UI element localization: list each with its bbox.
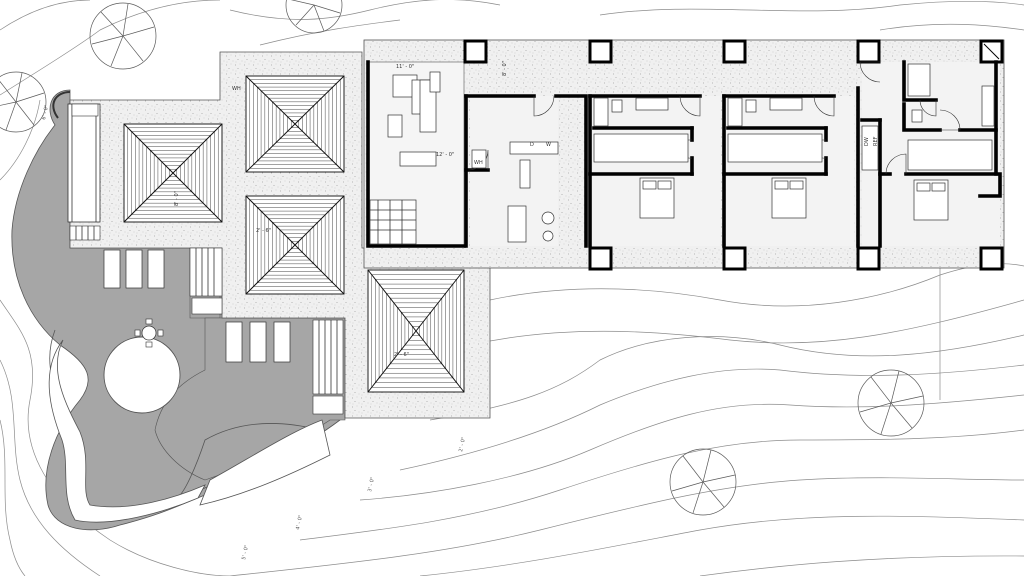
closet — [593, 133, 689, 163]
shower — [981, 85, 995, 127]
pool-steps — [69, 225, 101, 241]
house-footprint — [363, 39, 1005, 271]
toilet — [745, 99, 757, 113]
bathtub — [727, 97, 743, 127]
interior-wall — [554, 94, 588, 248]
structural-column — [856, 39, 881, 64]
deck-stairs — [189, 247, 344, 415]
vanity — [635, 97, 669, 111]
contour-labels: 2' - 0" 3' - 0" 4' - 0" 5' - 0" 6' - 0" — [41, 104, 467, 560]
lounge-chair — [147, 249, 165, 289]
toilet — [611, 99, 623, 113]
dimension-deck-mid: 2' - 6" — [256, 228, 271, 234]
label-water-heater-small: WH — [474, 160, 483, 166]
contour-label: 5' - 0" — [241, 544, 250, 560]
hip-roof — [245, 75, 345, 173]
tree-symbol — [285, 0, 343, 34]
contour-label: 3' - 0" — [367, 476, 376, 492]
interior-wall — [902, 60, 938, 102]
exterior-wall — [366, 60, 466, 248]
lounge-chair — [273, 321, 291, 363]
structural-column — [463, 39, 488, 64]
tree-symbol — [0, 71, 47, 133]
structural-column — [979, 246, 1004, 271]
roof-modules — [123, 75, 465, 393]
label-dishwasher-kitchen: D — [530, 142, 534, 148]
hip-roof — [123, 123, 223, 223]
contour-label: 2' - 0" — [458, 436, 467, 452]
interior-wall — [902, 102, 942, 132]
bench — [399, 151, 437, 167]
walkway — [48, 339, 206, 523]
lounge-chair — [125, 249, 143, 289]
bathtub — [907, 63, 931, 97]
dimension-living-depth: 12' - 0" — [436, 152, 454, 158]
dining-table — [507, 205, 527, 243]
annotations: 11' - 0" 12' - 0" 8' - 0" 8' - 0" 2' - 6… — [174, 61, 879, 358]
stair — [369, 199, 417, 245]
lap-pool-basin — [67, 103, 101, 223]
kitchen-fixtures — [471, 141, 559, 243]
structural-column — [856, 246, 881, 271]
hip-roof — [367, 269, 465, 393]
bathtub — [593, 97, 609, 127]
outdoor-dining-table — [134, 318, 164, 348]
label-refrigerator: REF — [873, 136, 879, 146]
contour-label: 4' - 0" — [295, 514, 304, 530]
dimension-pool-room: 8' - 0" — [174, 191, 180, 206]
lounge-chair — [103, 249, 121, 289]
label-dishwasher-hall: DW — [864, 137, 870, 146]
lap-pool — [67, 103, 101, 241]
structural-column — [722, 246, 747, 271]
hot-tub — [103, 336, 181, 414]
vanity — [769, 97, 803, 111]
toilet — [911, 109, 923, 123]
dimension-living-width: 11' - 0" — [396, 64, 414, 70]
chair — [429, 71, 441, 93]
coffee-table — [387, 114, 403, 138]
lounge-chair — [249, 321, 267, 363]
label-washer: W — [546, 142, 551, 148]
structural-column — [588, 39, 613, 64]
lounge-chairs — [103, 249, 291, 363]
garden-bed — [199, 419, 331, 506]
laundry — [861, 125, 879, 171]
interior-wall — [904, 172, 1002, 198]
water-heater — [471, 149, 487, 169]
closet — [727, 133, 823, 163]
structural-column — [722, 39, 747, 64]
hip-roof — [245, 195, 345, 295]
closet — [907, 139, 993, 171]
dimension-deck-low: 2' - 6" — [394, 352, 409, 358]
tree-symbol — [669, 448, 737, 516]
dimension-corridor: 8' - 0" — [502, 61, 508, 76]
tree-symbol — [857, 369, 925, 437]
tree-symbol — [89, 2, 157, 70]
kitchen-island — [509, 141, 559, 155]
curved-retaining-wall — [52, 91, 71, 119]
contour-label: 6' - 0" — [41, 104, 50, 120]
bedroom-fixtures — [593, 63, 995, 221]
lounge-chair — [225, 321, 243, 363]
living-furniture — [369, 71, 441, 245]
structural-column — [588, 246, 613, 271]
label-water-heater: WH — [232, 86, 241, 92]
